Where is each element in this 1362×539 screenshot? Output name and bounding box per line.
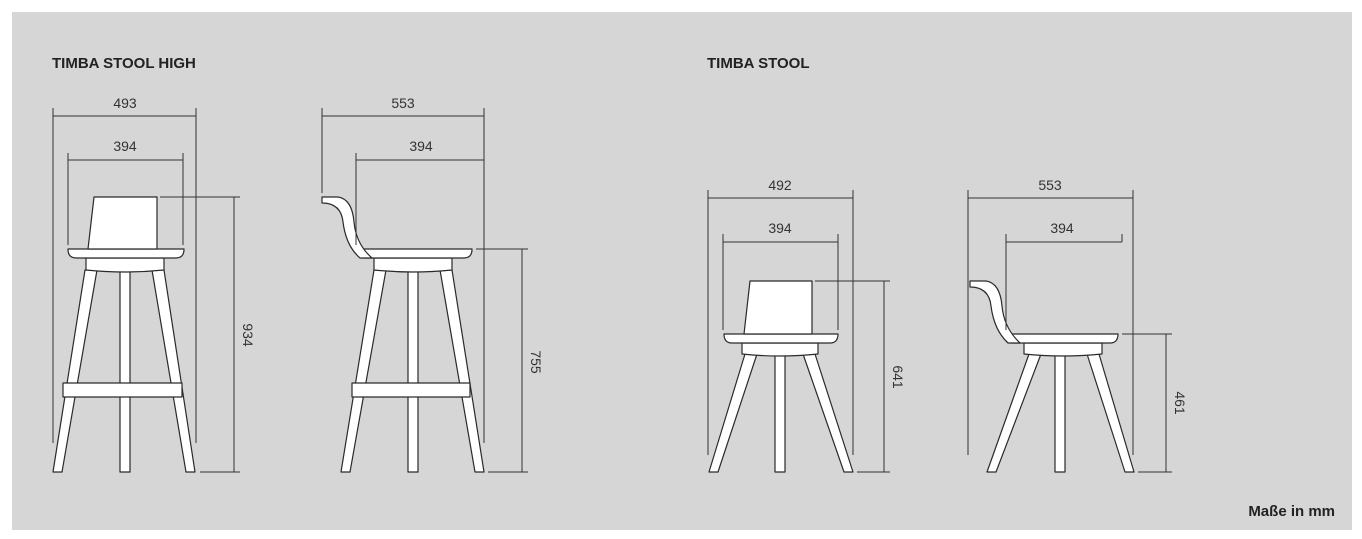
dim-low-front-width: 492: [768, 177, 792, 193]
high-side-backrest: [321, 196, 373, 259]
high-side-leg-left: [340, 269, 387, 473]
low-front-hub: [741, 342, 819, 357]
dim-low-front-height: 641: [890, 365, 906, 389]
high-front-leg-center: [119, 269, 131, 473]
high-side-hub: [373, 257, 453, 273]
units-note: Maße in mm: [1248, 503, 1335, 520]
low-side-chair: [969, 280, 1135, 473]
low-side-dimensions: 553 394 461: [967, 177, 1188, 473]
low-front-chair: [708, 280, 854, 473]
low-side-leg-right: [1086, 353, 1135, 473]
dim-low-side-width: 553: [1038, 177, 1062, 193]
high-side-footrest: [351, 382, 471, 398]
high-front-hub: [85, 257, 165, 273]
high-front-leg-left: [52, 269, 98, 473]
dim-high-side-height: 755: [528, 350, 544, 374]
low-side-leg-center: [1054, 353, 1066, 473]
dim-low-side-seat: 394: [1050, 220, 1074, 236]
title-high: TIMBA STOOL HIGH: [52, 55, 196, 72]
low-front-leg-right: [802, 353, 854, 473]
dim-high-front-seat: 394: [113, 138, 137, 154]
low-side-seat: [1003, 333, 1119, 344]
title-low: TIMBA STOOL: [707, 55, 810, 72]
low-side-hub: [1023, 342, 1103, 357]
low-front-leg-left: [708, 353, 758, 473]
high-front-footrest: [62, 382, 183, 398]
high-side-dimensions: 553 394 755: [321, 95, 544, 473]
high-front-dimensions: 493 394 934: [52, 95, 256, 473]
high-side-leg-right: [439, 269, 485, 473]
high-front-chair: [52, 196, 196, 473]
dim-low-front-seat: 394: [768, 220, 792, 236]
low-side-leg-left: [986, 353, 1042, 473]
high-front-leg-right: [151, 269, 196, 473]
drawing-panel: [12, 12, 1352, 530]
high-side-leg-center: [407, 269, 419, 473]
dim-high-side-seat: 394: [409, 138, 433, 154]
low-side-backrest: [969, 280, 1021, 344]
high-side-seat: [355, 248, 473, 259]
dim-high-front-width: 493: [113, 95, 137, 111]
low-front-seat: [723, 333, 839, 344]
low-front-dimensions: 492 394 641: [707, 177, 906, 473]
low-front-backrest: [743, 280, 813, 335]
dim-high-side-width: 553: [391, 95, 415, 111]
dim-low-side-height: 461: [1172, 391, 1188, 415]
dim-high-front-height: 934: [240, 323, 256, 347]
high-front-seat: [67, 248, 185, 259]
high-side-chair: [321, 196, 485, 473]
low-front-leg-center: [774, 353, 786, 473]
high-front-backrest: [87, 196, 158, 250]
